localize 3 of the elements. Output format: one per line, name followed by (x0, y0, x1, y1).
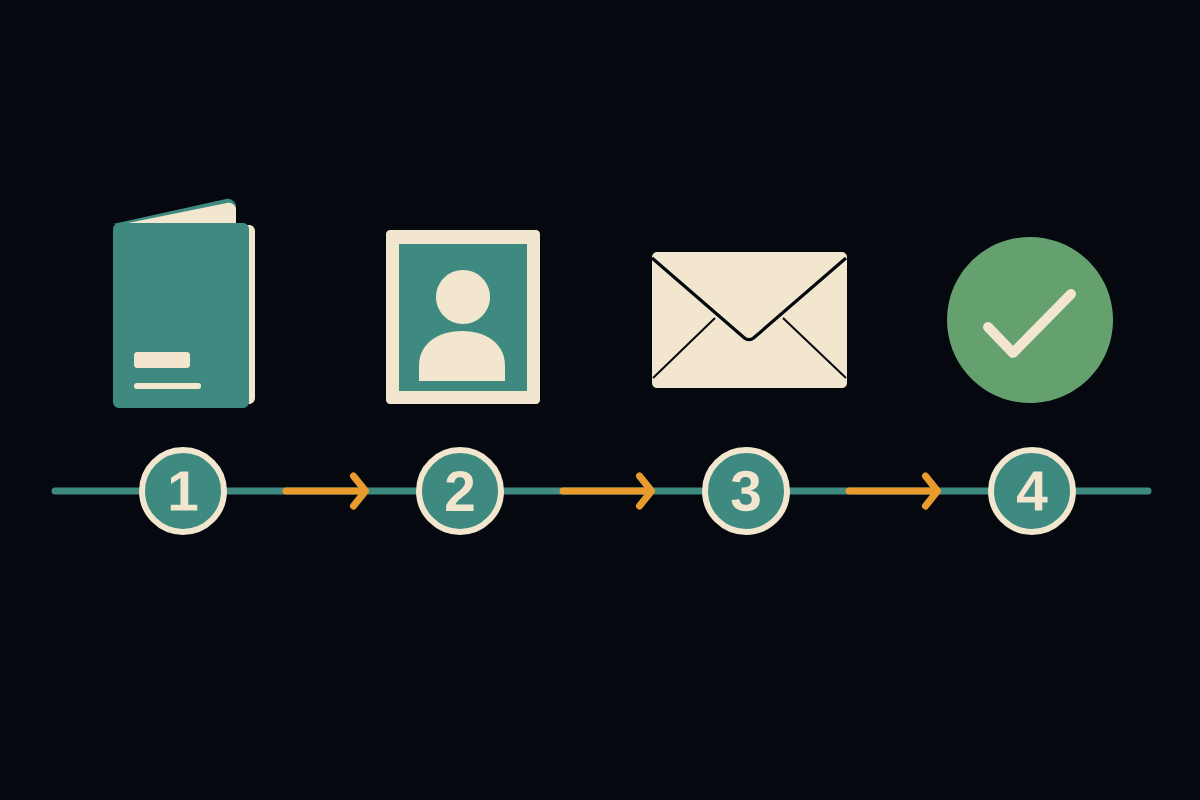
arrow (845, 472, 941, 510)
arrow (559, 472, 655, 510)
arrow (282, 472, 369, 510)
